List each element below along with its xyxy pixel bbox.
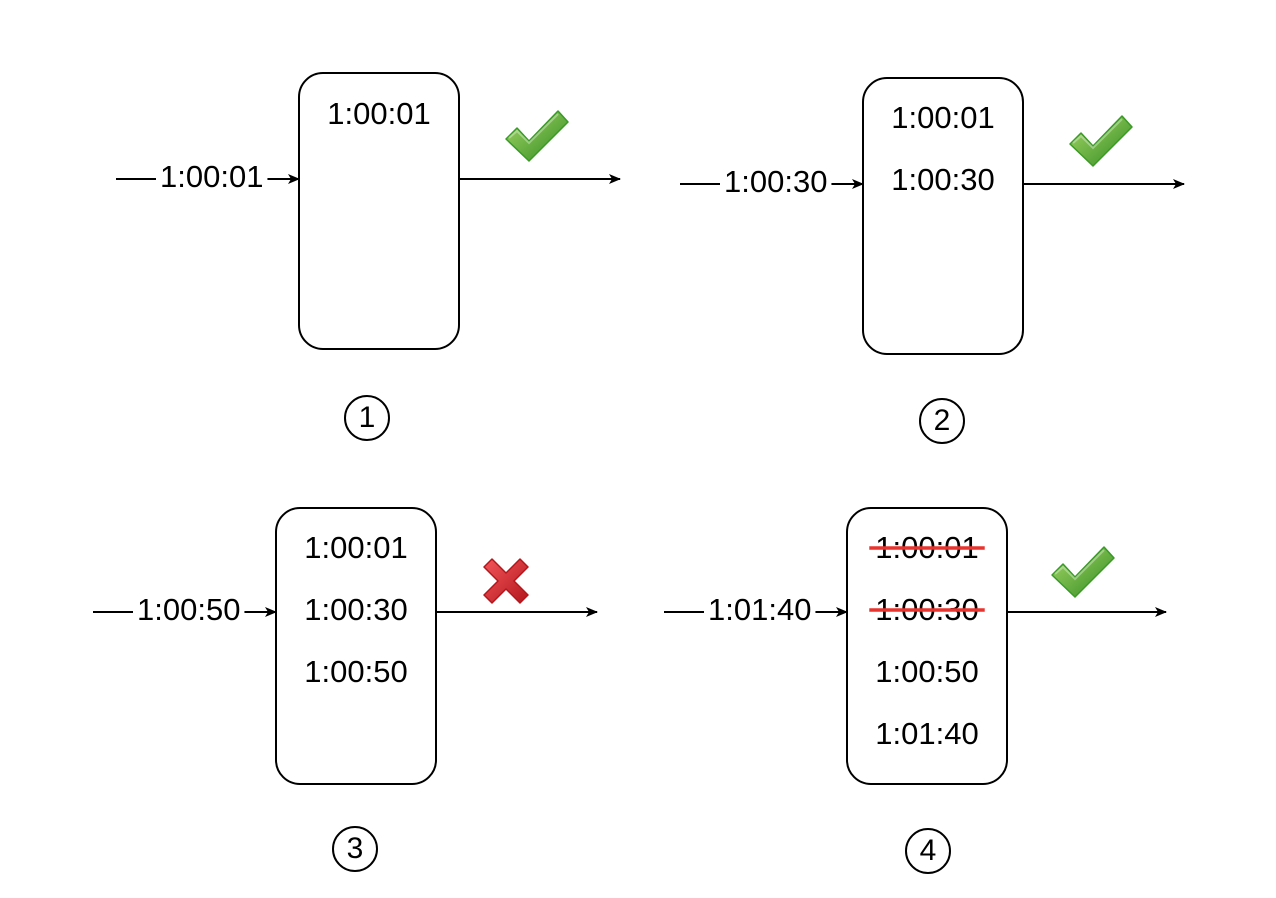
incoming-request-label: 1:00:50 xyxy=(137,592,240,627)
step-number-circle xyxy=(919,398,965,444)
timestamp-entry: 1:01:40 xyxy=(875,716,978,751)
incoming-request-label: 1:01:40 xyxy=(708,592,811,627)
check-icon xyxy=(1051,546,1115,598)
step-number-circle xyxy=(344,395,390,441)
timestamp-entry: 1:00:50 xyxy=(304,654,407,689)
step-number: 3 xyxy=(347,832,364,865)
incoming-request-label: 1:00:30 xyxy=(724,164,827,199)
timestamp-entry: 1:00:50 xyxy=(875,654,978,689)
queue-box xyxy=(862,77,1024,355)
timestamp-entry: 1:00:01 xyxy=(327,96,430,131)
panel-4: 1:01:401:00:011:00:301:00:501:01:404 xyxy=(664,507,1167,874)
panel-3: 1:00:50 1:00:01 1:00:30 1:00:50 3 xyxy=(93,507,598,872)
timestamp-entry: 1:00:30 xyxy=(891,162,994,197)
step-number-circle xyxy=(332,826,378,872)
panel-1: 1:00:01 1:00:01 1 xyxy=(116,72,621,441)
step-number: 2 xyxy=(934,404,951,437)
step-number-circle xyxy=(905,828,951,874)
panel-2: 1:00:30 1:00:01 1:00:30 2 xyxy=(680,77,1185,444)
timestamp-entry: 1:00:01 xyxy=(304,530,407,565)
queue-box xyxy=(298,72,460,350)
step-number: 4 xyxy=(920,834,937,867)
queue-box xyxy=(275,507,437,785)
check-icon xyxy=(505,110,569,162)
timestamp-entry: 1:00:01 xyxy=(891,100,994,135)
timestamp-entry: 1:00:30 xyxy=(304,592,407,627)
check-icon xyxy=(1069,115,1133,167)
cross-icon xyxy=(483,558,529,604)
step-number: 1 xyxy=(359,401,376,434)
incoming-request-label: 1:00:01 xyxy=(160,159,263,194)
queue-box xyxy=(846,507,1008,785)
